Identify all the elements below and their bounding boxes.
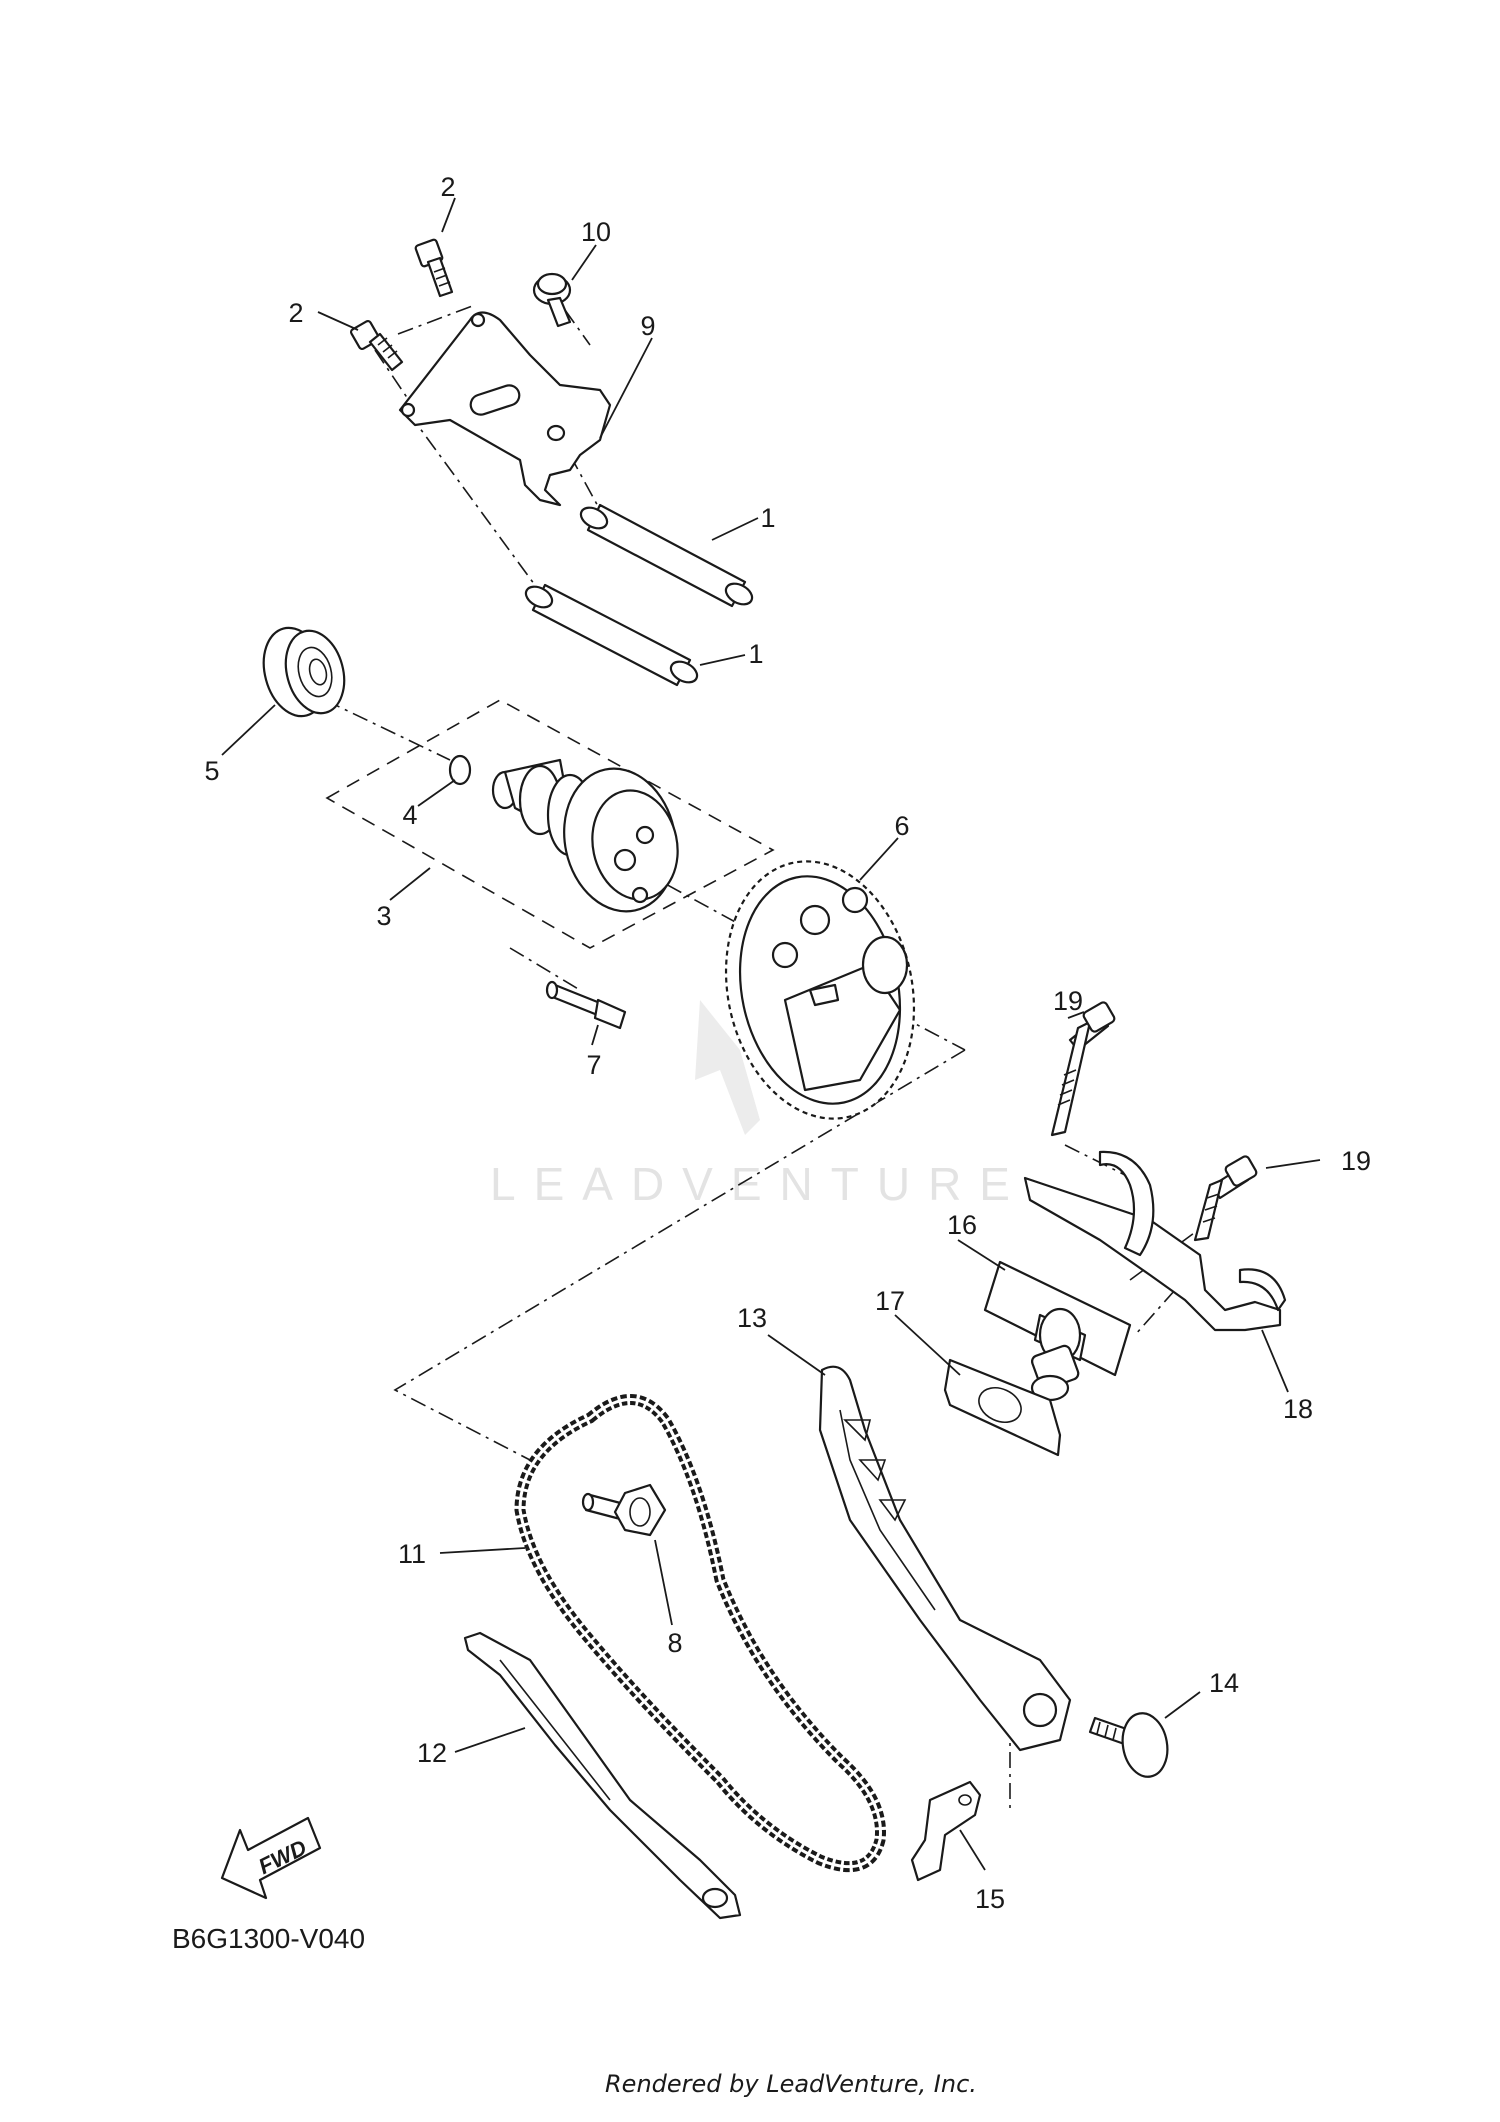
- callouts: 2 10 2 9 1 1 5 4 3 6 7 19 19 16 17 13 18…: [204, 172, 1371, 1914]
- callout-1-upper: 1: [760, 503, 775, 533]
- diagram-code: B6G1300-V040: [172, 1923, 365, 1954]
- chain-guide-part-13[interactable]: [818, 1365, 1072, 1752]
- bolt-part-19-lower[interactable]: [1193, 1155, 1258, 1242]
- callout-18: 18: [1283, 1394, 1313, 1424]
- tensioner-part-16[interactable]: [983, 1260, 1132, 1402]
- footer-credit: Rendered by LeadVenture, Inc.: [605, 2070, 977, 2098]
- watermark-logo: [695, 1000, 760, 1135]
- fwd-arrow: FWD: [220, 1816, 322, 1900]
- callout-19-upper: 19: [1053, 986, 1083, 1016]
- sprocket-line-b: [869, 999, 966, 1051]
- bolt10-line: [564, 309, 591, 346]
- bolt-part-2-upper[interactable]: [414, 238, 454, 298]
- bolt-part-8[interactable]: [581, 1483, 667, 1537]
- bolt2-line-a: [397, 304, 476, 335]
- bearing-line: [324, 699, 451, 761]
- callout-3: 3: [376, 901, 391, 931]
- cam-chain-part-11[interactable]: [514, 1394, 886, 1873]
- callout-1-lower: 1: [748, 639, 763, 669]
- callout-11: 11: [398, 1539, 426, 1569]
- watermark-text: LEADVENTURE: [490, 1158, 1028, 1210]
- callout-13: 13: [737, 1303, 767, 1333]
- pin-part-1-lower[interactable]: [522, 582, 700, 687]
- tensioner-line: [1134, 1289, 1176, 1336]
- gasket-part-17[interactable]: [943, 1358, 1062, 1457]
- callout-2-lower: 2: [288, 298, 303, 328]
- bolt-part-10[interactable]: [532, 272, 572, 328]
- bolt2-line-b: [374, 349, 413, 406]
- stopper-part-15[interactable]: [910, 1780, 982, 1882]
- pin-part-1-upper[interactable]: [577, 503, 755, 608]
- callout-4: 4: [402, 800, 417, 830]
- callout-12: 12: [417, 1738, 447, 1768]
- callout-7: 7: [586, 1050, 601, 1080]
- callout-9: 9: [640, 311, 655, 341]
- sprocket-line-a: [639, 869, 751, 931]
- camshaft-part-3[interactable]: [491, 758, 689, 922]
- tensioner-guide-part-18[interactable]: [1023, 1150, 1287, 1332]
- dowel-part-7[interactable]: [545, 980, 627, 1030]
- leader-lines: [221, 197, 1321, 1871]
- bracket-pin-line-a: [407, 411, 541, 593]
- callout-5: 5: [204, 756, 219, 786]
- bolt-part-19-upper[interactable]: [1050, 1001, 1116, 1137]
- callout-19-lower: 19: [1341, 1146, 1371, 1176]
- camshaft-assembly-box: [325, 699, 775, 949]
- bracket-part-9[interactable]: [398, 311, 612, 507]
- callout-16: 16: [947, 1210, 977, 1240]
- pin7-line: [509, 947, 581, 991]
- bolt-part-14[interactable]: [1088, 1710, 1172, 1781]
- bolt-part-2-lower[interactable]: [349, 319, 404, 372]
- sprocket-part-6[interactable]: [703, 844, 937, 1137]
- callout-2-upper: 2: [440, 172, 455, 202]
- circlip-part-4[interactable]: [448, 754, 472, 786]
- chain-line: [393, 1049, 966, 1461]
- callout-15: 15: [975, 1884, 1005, 1914]
- callout-14: 14: [1209, 1668, 1239, 1698]
- chain-guide-part-12[interactable]: [463, 1631, 742, 1920]
- callout-17: 17: [875, 1286, 905, 1316]
- bearing-part-5[interactable]: [254, 621, 353, 723]
- callout-10: 10: [581, 217, 611, 247]
- callout-8: 8: [667, 1628, 682, 1658]
- callout-6: 6: [894, 811, 909, 841]
